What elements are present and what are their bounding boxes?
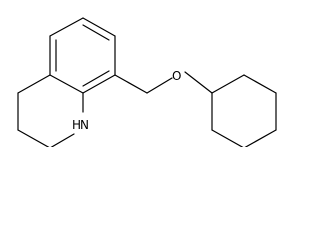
oxygen-label: O — [172, 69, 181, 83]
bond-c8-ch2 — [114, 74, 148, 94]
double-bond-c8-c8a — [82, 70, 110, 87]
bond-c4a-c4 — [17, 74, 51, 94]
bond-c5-c6 — [49, 17, 84, 37]
bond-cy5-cy6 — [211, 129, 245, 149]
structure-canvas: O H N — [17, 17, 277, 149]
double-bond-c6-c7 — [82, 24, 110, 41]
bond-c6-c7 — [82, 17, 116, 37]
piperidine-ring — [17, 74, 84, 149]
bond-cy2-cy3 — [243, 74, 277, 94]
atom-nitrogen: H N — [72, 118, 89, 132]
cyclohexane-ring — [211, 74, 277, 149]
nitrogen-label: N — [80, 118, 89, 132]
bond-c2-n1 — [49, 133, 75, 149]
atom-oxygen: O — [172, 69, 181, 83]
molecule-diagram: O H N — [17, 17, 277, 149]
bond-o-c1p — [184, 71, 213, 94]
bond-cy4-cy5 — [243, 129, 277, 149]
bond-c8a-c4a — [49, 74, 84, 94]
bond-c8-c8a — [82, 74, 116, 94]
nitrogen-hydrogen-label: H — [72, 118, 81, 132]
methylene-ether-linker — [114, 71, 213, 94]
benzene-ring — [49, 17, 116, 94]
bond-ch2-o — [146, 77, 173, 94]
bond-c3-c2 — [17, 129, 51, 149]
bond-cy1-cy2 — [211, 74, 245, 94]
